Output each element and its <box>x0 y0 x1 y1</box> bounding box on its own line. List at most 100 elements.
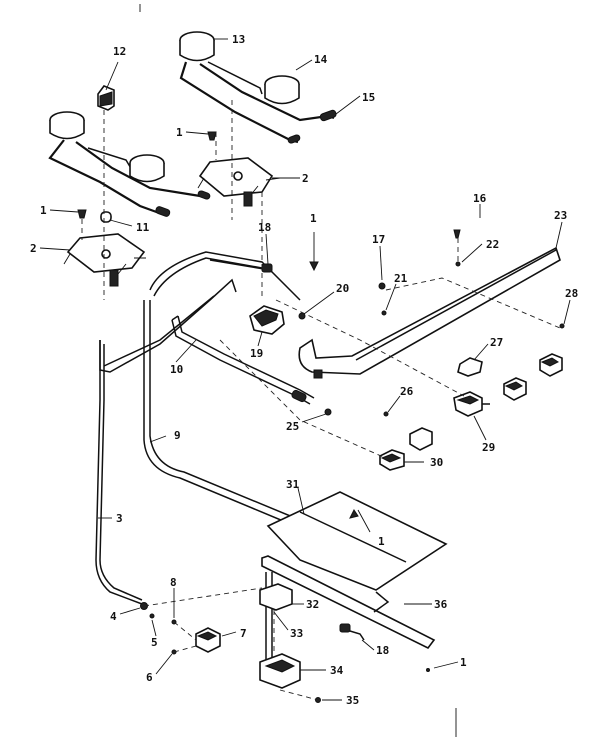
shield-screw <box>349 509 359 519</box>
valve-right-b-shade <box>504 381 523 391</box>
nut-20 <box>298 312 306 320</box>
callout-32: 32 <box>306 598 319 611</box>
callout-1a: 1 <box>176 126 183 139</box>
valve-29-shade <box>456 395 480 405</box>
nut-11 <box>100 211 112 223</box>
shield-31 <box>266 491 448 591</box>
manifold-36-bend <box>373 591 390 613</box>
fitting-18-upper <box>261 263 273 273</box>
leader-12 <box>105 61 119 91</box>
burner-body-front-right <box>129 163 165 183</box>
bracket-2-lower-tabs <box>63 253 146 275</box>
arrow-shield-shaft <box>357 509 371 533</box>
leader-25 <box>301 413 327 423</box>
callout-17: 17 <box>372 233 385 246</box>
leader-31 <box>297 487 305 515</box>
leader-27 <box>473 343 489 361</box>
tube-3 <box>95 340 143 605</box>
valves-right-row <box>379 353 563 471</box>
burner-bracket-lower <box>63 233 146 287</box>
callout-18b: 18 <box>376 644 389 657</box>
tube-3-inner <box>99 344 143 601</box>
callout-12: 12 <box>113 45 126 58</box>
leader-6 <box>155 653 173 675</box>
dash-screw-35 <box>279 689 319 701</box>
valve-7-shade <box>196 631 218 641</box>
leader-18a <box>265 233 269 265</box>
valve-29 <box>453 391 483 417</box>
valve-34-shade <box>264 659 296 673</box>
burner-body-front-left <box>49 120 85 140</box>
leader-28 <box>563 299 571 325</box>
leader-1b <box>49 209 79 213</box>
bracket-12-shade <box>99 91 113 107</box>
tube-upper-loop-inner <box>103 295 215 367</box>
leader-5 <box>151 619 157 637</box>
washer-5 <box>149 613 155 619</box>
valve-27-assembly <box>457 357 483 377</box>
leader-21 <box>385 283 397 311</box>
leader-10 <box>175 339 197 363</box>
leader-20 <box>303 291 335 315</box>
callout-28: 28 <box>565 287 578 300</box>
leader-14 <box>295 59 313 71</box>
leader-lines <box>39 4 571 737</box>
callout-3: 3 <box>116 512 123 525</box>
callout-35: 35 <box>346 694 359 707</box>
front-burner-assembly <box>48 111 211 217</box>
leader-9 <box>149 435 167 443</box>
burner-bracket-upper <box>197 157 281 207</box>
callout-8: 8 <box>170 576 177 589</box>
tube-10-cap <box>171 315 179 321</box>
leader-1a <box>185 131 209 135</box>
callout-4: 4 <box>110 610 117 623</box>
callout-1d: 1 <box>378 535 385 548</box>
tube-9-upper-inner <box>153 257 263 297</box>
callout-14: 14 <box>314 53 328 66</box>
callout-1c: 1 <box>310 212 317 225</box>
shield-plate <box>266 491 448 591</box>
igniter-bracket-12 <box>97 85 115 111</box>
callout-33: 33 <box>290 627 303 640</box>
manifold-pipe-body <box>298 246 561 375</box>
callout-2a: 2 <box>302 172 309 185</box>
valve-19-assembly <box>249 305 306 335</box>
valve-27 <box>457 357 483 377</box>
leader-11 <box>109 219 133 227</box>
nut-21 <box>381 310 387 316</box>
orifice-rear-left <box>287 134 301 144</box>
callout-16: 16 <box>473 192 487 205</box>
regulator-32 <box>259 583 293 611</box>
arrow-down-icon <box>309 261 319 272</box>
callout-34: 34 <box>330 664 344 677</box>
dash-washer-8 <box>173 621 197 641</box>
leader-17 <box>379 245 383 281</box>
callout-36: 36 <box>434 598 448 611</box>
callout-1e: 1 <box>460 656 467 669</box>
callout-15: 15 <box>362 91 375 104</box>
leader-18b <box>361 639 375 651</box>
valve-29-assembly <box>453 391 490 417</box>
callout-18a: 18 <box>258 221 271 234</box>
callout-9: 9 <box>174 429 181 442</box>
screw-1-bottom <box>426 668 430 672</box>
callout-29: 29 <box>482 441 495 454</box>
callout-5: 5 <box>151 636 158 649</box>
tube-assemblies <box>95 251 332 605</box>
dash-valve-19 <box>275 299 465 397</box>
tube-10-inner <box>177 315 315 399</box>
leader-2b <box>39 247 71 251</box>
rear-burner-assembly <box>179 31 337 144</box>
bracket-2-lower-hole <box>101 249 111 259</box>
callout-2b: 2 <box>30 242 37 255</box>
tube-9-inner <box>149 300 301 521</box>
bracket-2-upper-hole <box>233 171 243 181</box>
callout-23: 23 <box>554 209 567 222</box>
leader-19 <box>257 331 263 347</box>
dash-lower-nut <box>143 587 263 607</box>
leader-33 <box>273 611 289 631</box>
callout-31: 31 <box>286 478 300 491</box>
leader-26 <box>387 395 401 413</box>
manifold-36 <box>261 555 436 650</box>
